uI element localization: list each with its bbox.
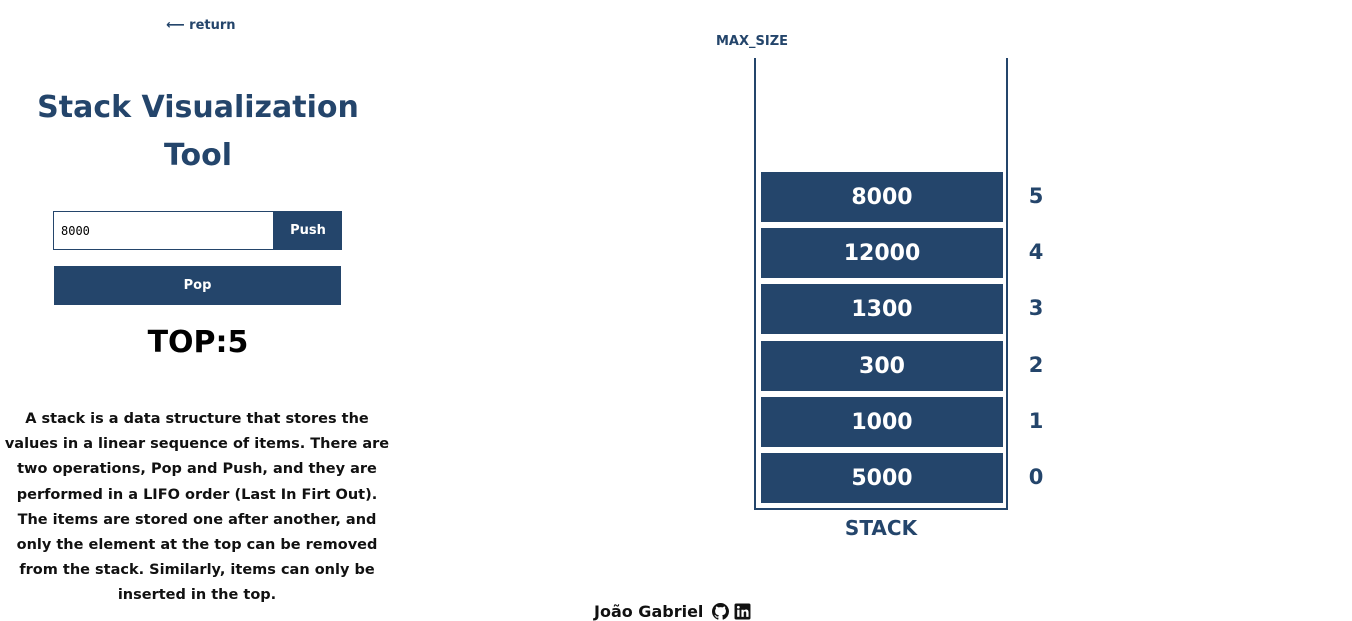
author-name: João Gabriel (594, 601, 704, 621)
github-icon[interactable] (712, 602, 730, 620)
linkedin-icon[interactable] (734, 603, 751, 620)
stack-label: STACK (844, 516, 918, 540)
stack-index: 0 (1028, 465, 1044, 489)
footer: João Gabriel (594, 600, 751, 621)
value-input[interactable] (53, 211, 274, 250)
stack-item: 300 (761, 341, 1003, 391)
page-title: Stack Visualization Tool (37, 90, 359, 173)
stack-container: 5000 1000 300 1300 12000 8000 (754, 58, 1008, 510)
description-text: A stack is a data structure that stores … (4, 411, 390, 604)
stack-item: 8000 (761, 172, 1003, 222)
stack-index: 1 (1028, 409, 1044, 433)
stack-item: 12000 (761, 228, 1003, 278)
return-link[interactable]: ⟵ return (166, 18, 236, 33)
stack-index: 4 (1028, 240, 1044, 264)
stack-index: 3 (1028, 296, 1044, 320)
stack-item: 5000 (761, 453, 1003, 503)
stack-index: 5 (1028, 184, 1044, 208)
pop-button[interactable]: Pop (54, 266, 341, 305)
stack-index: 2 (1028, 353, 1044, 377)
stack-item: 1300 (761, 284, 1003, 334)
top-indicator: TOP:5 (147, 325, 249, 360)
stack-item: 1000 (761, 397, 1003, 447)
push-button[interactable]: Push (274, 211, 342, 250)
max-size-label: MAX_SIZE (716, 34, 789, 49)
push-controls: Push (53, 211, 342, 250)
